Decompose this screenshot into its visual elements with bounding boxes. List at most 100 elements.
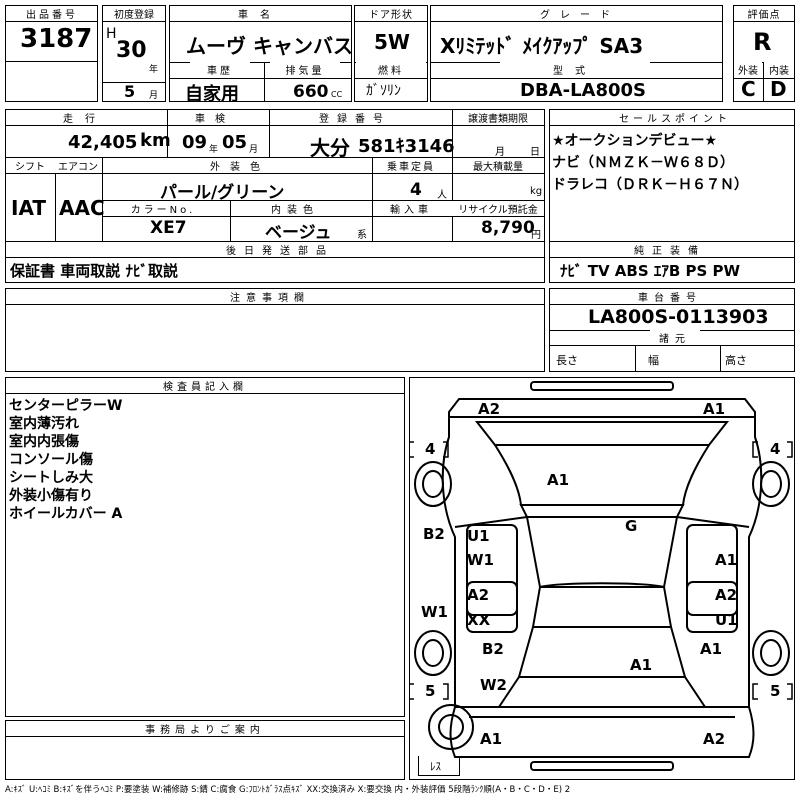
office-box (5, 720, 405, 780)
sales-line-2: ナビ（ＮＭＺＫ－Ｗ６８Ｄ） (552, 155, 734, 171)
interior-color-label: 内装色 (250, 201, 340, 216)
inspection-month: 05 (222, 132, 248, 153)
damage-mark: W1 (421, 603, 448, 621)
inspection-year: 09 (182, 132, 208, 153)
inspector-label: 検査員記入欄 (140, 378, 270, 393)
chassis-number: LA800S-0113903 (588, 306, 769, 328)
sales-line-3: ドラレコ（ＤＲＫ－Ｈ６７Ｎ） (552, 177, 748, 193)
damage-mark: U1 (715, 611, 738, 629)
damage-mark: XX (467, 611, 491, 629)
damage-diagram-box (409, 377, 795, 780)
insp-year-unit: 年 (209, 145, 219, 155)
fuel: ｶﾞｿﾘﾝ (366, 83, 401, 99)
body-color: パール/グリーン (160, 183, 285, 203)
deadline-day: 日 (530, 147, 540, 158)
capacity: 4 (410, 180, 422, 200)
score-label: 評価点 (735, 6, 793, 21)
mileage: 42,405 (68, 132, 138, 153)
damage-mark: A1 (700, 640, 723, 658)
damage-mark: G (625, 517, 638, 535)
damage-mark: A2 (715, 586, 738, 604)
month-unit: 月 (149, 91, 159, 101)
damage-mark: A2 (703, 730, 726, 748)
damage-mark: B2 (423, 525, 445, 543)
import-label: 輸入車 (373, 201, 449, 216)
spare-tire-status: ﾚｽ (430, 760, 441, 773)
notes-label: 注意事項欄 (200, 289, 340, 304)
tire-rear-right-depth: 5 (770, 682, 781, 700)
recycle-fee: 8,790 (481, 218, 535, 238)
inspector-line-3: 室内内張傷 (9, 434, 79, 450)
insp-month-unit: 月 (249, 145, 259, 155)
color-no-label: カラーNo. (104, 201, 222, 216)
reg-area: 大分 (310, 136, 350, 160)
lot-number: 3187 (20, 24, 93, 54)
car-name-label: 車名 (220, 6, 300, 21)
lot-number-box (5, 5, 98, 102)
first-reg-year: 30 (116, 38, 147, 63)
deadline-label: 譲渡書類期限 (453, 110, 543, 125)
shift: IAT (11, 196, 47, 220)
car-name-box (169, 5, 352, 102)
lot-number-label: 出品番号 (10, 6, 94, 21)
max-load-label: 最大積載量 (453, 158, 543, 173)
later-parts-label: 後日発送部品 (180, 242, 380, 257)
inspector-line-1: センターピラーW (9, 398, 123, 414)
car-name: ムーヴ キャンバス (186, 34, 353, 58)
inspector-line-6: 外装小傷有り (9, 488, 93, 504)
reg-number: 581ｷ3146 (358, 136, 455, 157)
genuine-equipment: ﾅﾋﾞ TV ABS ｴｱB PS PW (560, 262, 741, 280)
history: 自家用 (185, 84, 239, 105)
length-label: 長さ (556, 354, 578, 367)
kg-unit: kg (530, 186, 543, 197)
inspector-line-5: シートしみ大 (9, 470, 93, 486)
tire-rear-left-depth: 5 (425, 682, 436, 700)
interior-score: D (770, 77, 787, 101)
sales-point-box (549, 109, 795, 283)
later-parts: 保証書 車両取説 ﾅﾋﾞ取説 (10, 262, 178, 280)
recycle-label: リサイクル預託金 (452, 201, 544, 216)
inspector-line-7: ホイールカバー A (9, 506, 123, 522)
fuel-label: 燃料 (356, 62, 426, 77)
damage-mark: A1 (630, 656, 653, 674)
height-label: 高さ (725, 354, 747, 367)
displacement-label: 排気量 (270, 62, 340, 77)
damage-mark: A1 (703, 400, 726, 418)
overall-score: R (753, 28, 772, 56)
displacement: 660 (293, 82, 329, 102)
tire-front-right-depth: 4 (770, 440, 781, 458)
first-reg-month: 5 (124, 82, 136, 101)
exterior-score: C (741, 77, 756, 101)
interior-color: ベージュ (265, 223, 332, 243)
damage-mark: W1 (467, 551, 494, 569)
exterior-label: 外装 (734, 62, 762, 77)
inspector-line-2: 室内薄汚れ (9, 416, 79, 432)
damage-mark: A2 (467, 586, 490, 604)
damage-mark: B2 (482, 640, 504, 658)
color-label: 外装色 (190, 158, 290, 173)
era-letter: H (106, 26, 117, 42)
history-label: 車歴 (190, 62, 250, 77)
model: DBA-LA800S (520, 80, 646, 101)
car-diagram (409, 381, 793, 771)
capacity-label: 乗車定員 (373, 158, 449, 173)
grade: Xﾘﾐﾃｯﾄﾞ ﾒｲｸｱｯﾌﾟ SA3 (440, 34, 644, 58)
ac-label: エアコン (55, 158, 101, 173)
first-reg-label: 初度登録 (104, 6, 164, 21)
genuine-equipment-label: 純正装備 (600, 242, 740, 257)
model-label: 型式 (500, 62, 650, 77)
person-unit: 人 (437, 190, 447, 201)
shift-label: シフト (8, 158, 52, 173)
yen-unit: 円 (531, 230, 541, 241)
inspector-box (5, 377, 405, 717)
km-unit: km (140, 130, 171, 151)
year-unit: 年 (149, 65, 159, 75)
interior-label: 内装 (764, 62, 794, 77)
grade-label: グレード (480, 6, 680, 21)
damage-mark: A1 (547, 471, 570, 489)
specs-label: 諸元 (650, 330, 700, 345)
info-row-box (5, 109, 545, 283)
office-label: 事務局よりご案内 (130, 721, 280, 736)
air-conditioner: AAC (59, 196, 105, 220)
mileage-label: 走行 (40, 110, 130, 125)
